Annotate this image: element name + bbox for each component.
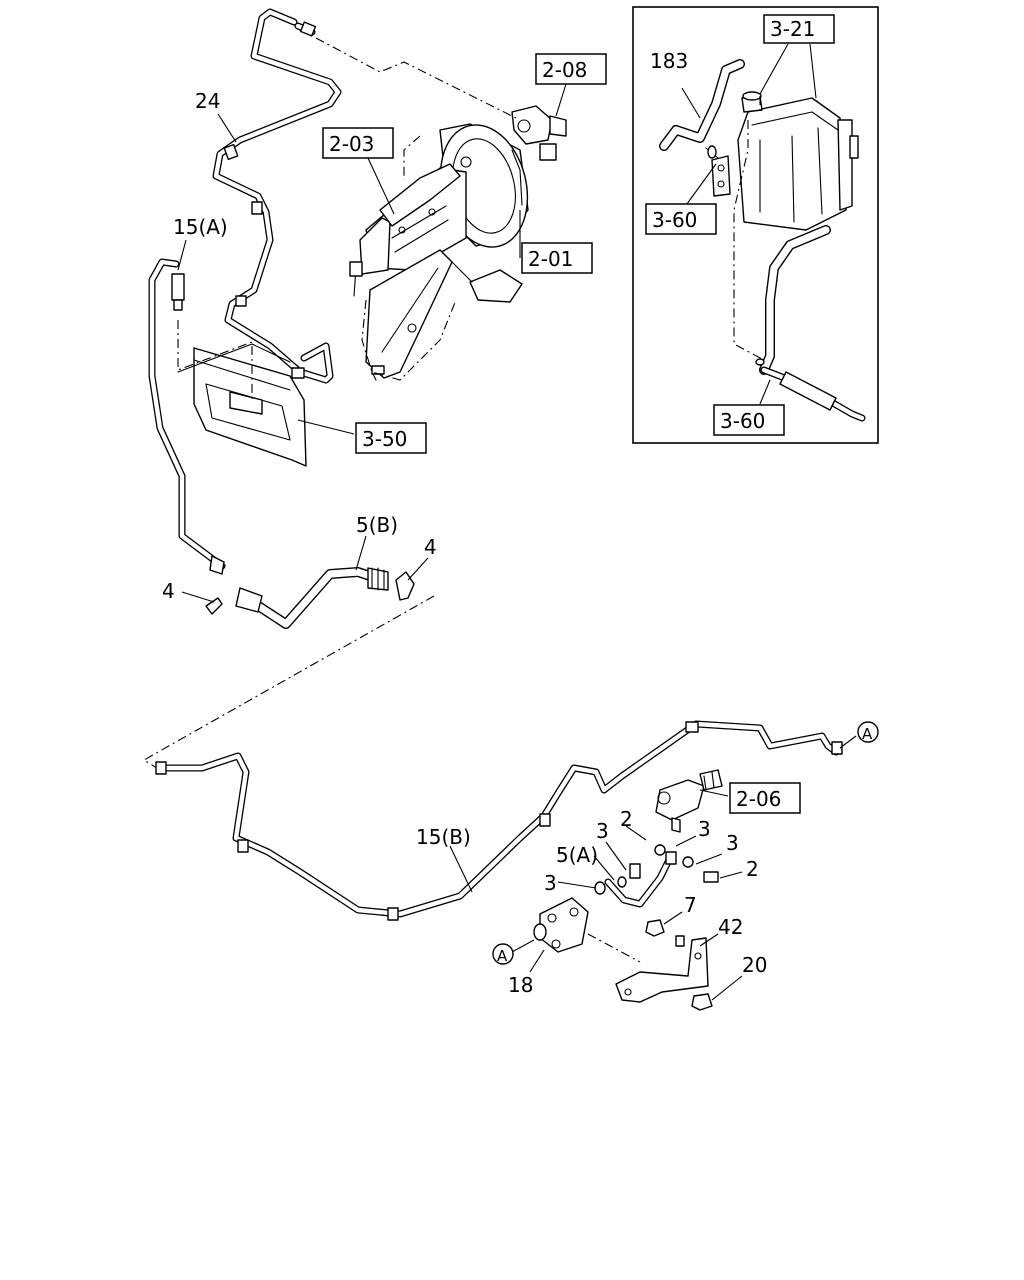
callout-box-2-03 [322,127,394,159]
clip-4-left [205,597,223,615]
label-2-top: 2 [620,807,633,831]
pipe-15a [148,258,226,575]
label-3-21: 3-21 [770,17,815,41]
label-3-60-bottom: 3-60 [720,409,765,433]
connector-a-marker-right: A [857,721,879,743]
label-24: 24 [195,89,220,113]
nut-7 [645,919,685,947]
label-15b: 15(B) [416,825,471,849]
bracket-3-50 [193,347,307,467]
label-5a: 5(A) [556,843,598,867]
reservoir-outlet-hose [755,225,866,422]
label-183: 183 [650,49,688,73]
leader-lines [177,43,857,1001]
hose-5a [594,844,719,908]
pipe-15b [155,720,843,921]
callout-box-3-21 [763,14,835,44]
label-3-left-lower: 3 [544,871,557,895]
bracket-42 [615,937,709,1003]
label-4-left: 4 [162,579,175,603]
callout-box-2-08 [535,53,607,85]
pipe-24 [212,8,342,384]
label-2-08: 2-08 [542,58,587,82]
hose-183 [659,59,745,159]
label-18: 18 [508,973,533,997]
svg-text:A: A [862,725,873,743]
slave-cylinder-fitting-2-06 [655,769,723,833]
label-2-03: 2-03 [329,132,374,156]
label-7: 7 [684,893,697,917]
callout-box-2-06 [729,782,801,814]
callout-box-3-50 [355,422,427,454]
label-42: 42 [718,915,743,939]
label-2-01: 2-01 [528,247,573,271]
callout-box-2-01 [521,242,593,274]
label-15a: 15(A) [173,215,228,239]
label-2-right: 2 [746,857,759,881]
reservoir-hose-fitting [511,105,567,161]
callout-box-3-60-top [645,203,717,235]
label-4-right: 4 [424,535,437,559]
callout-box-3-60-bottom [713,404,785,436]
hose-5b [235,567,389,629]
label-20: 20 [742,953,767,977]
label-5b: 5(B) [356,513,398,537]
clutch-fluid-reservoir [711,91,859,231]
slave-cylinder-18 [533,897,589,953]
label-3-50: 3-50 [362,427,407,451]
connector-a-marker-left: A [492,943,514,965]
inset-frame [632,6,879,444]
label-3-right-upper: 3 [698,817,711,841]
bolt-20 [691,993,713,1011]
label-2-06: 2-06 [736,787,781,811]
label-3-right-lower: 3 [726,831,739,855]
clutch-master-cylinder-assembly [349,123,529,381]
label-3-60-top: 3-60 [652,208,697,232]
label-3-left-upper: 3 [596,819,609,843]
svg-text:A: A [497,947,508,965]
